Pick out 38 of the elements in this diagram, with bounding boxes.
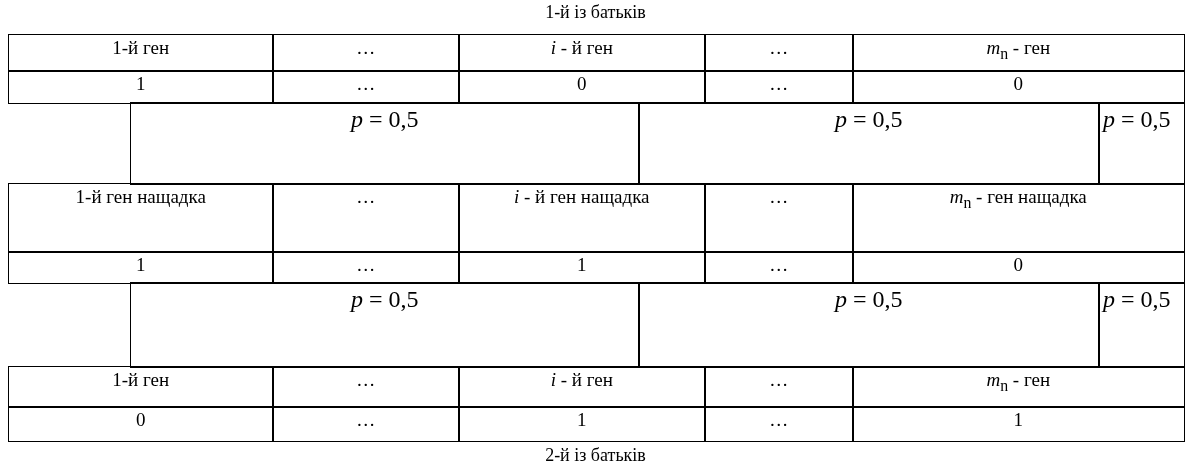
- gene-header-cell: m$_{n}$ - ген: [852, 34, 1185, 72]
- gene-header-cell: m$_{n}$ - ген: [852, 366, 1185, 408]
- gene-header-cell: …: [704, 183, 854, 253]
- gene-value-cell: …: [272, 251, 460, 284]
- gene-value-cell: 1: [458, 406, 706, 442]
- gene-value-cell: …: [272, 406, 460, 442]
- probability-cell: p = 0,5: [1098, 282, 1185, 368]
- gene-value-cell: 0: [852, 251, 1185, 284]
- gene-value-cell: 1: [8, 251, 274, 284]
- probability-cell: p = 0,5: [130, 102, 640, 185]
- probability-cell: p = 0,5: [638, 102, 1100, 185]
- gene-header-cell: …: [272, 183, 460, 253]
- gene-header-cell: i - й ген: [458, 366, 706, 408]
- gene-value-cell: 1: [458, 251, 706, 284]
- gene-value-cell: 0: [852, 70, 1185, 104]
- gene-header-cell: …: [704, 34, 854, 72]
- gene-value-cell: …: [272, 70, 460, 104]
- probability-cell: p = 0,5: [130, 282, 640, 368]
- gene-header-cell: …: [272, 366, 460, 408]
- probability-cell: p = 0,5: [638, 282, 1100, 368]
- gene-header-cell: m$_{n}$ - ген нащадка: [852, 183, 1185, 253]
- gene-value-cell: 0: [458, 70, 706, 104]
- gene-header-cell: 1-й ген: [8, 366, 274, 408]
- probability-cell: p = 0,5: [1098, 102, 1185, 185]
- gene-header-cell: 1-й ген: [8, 34, 274, 72]
- table-title: 1-й із батьків: [545, 2, 646, 23]
- gene-value-cell: …: [704, 251, 854, 284]
- table-caption: 2-й із батьків: [545, 445, 646, 466]
- gene-header-cell: 1-й ген нащадка: [8, 183, 274, 253]
- gene-value-cell: 0: [8, 406, 274, 442]
- gene-value-cell: 1: [8, 70, 274, 104]
- gene-value-cell: 1: [852, 406, 1185, 442]
- gene-value-cell: …: [704, 406, 854, 442]
- gene-header-cell: i - й ген нащадка: [458, 183, 706, 253]
- gene-header-cell: …: [272, 34, 460, 72]
- gene-value-cell: …: [704, 70, 854, 104]
- gene-header-cell: …: [704, 366, 854, 408]
- gene-header-cell: i - й ген: [458, 34, 706, 72]
